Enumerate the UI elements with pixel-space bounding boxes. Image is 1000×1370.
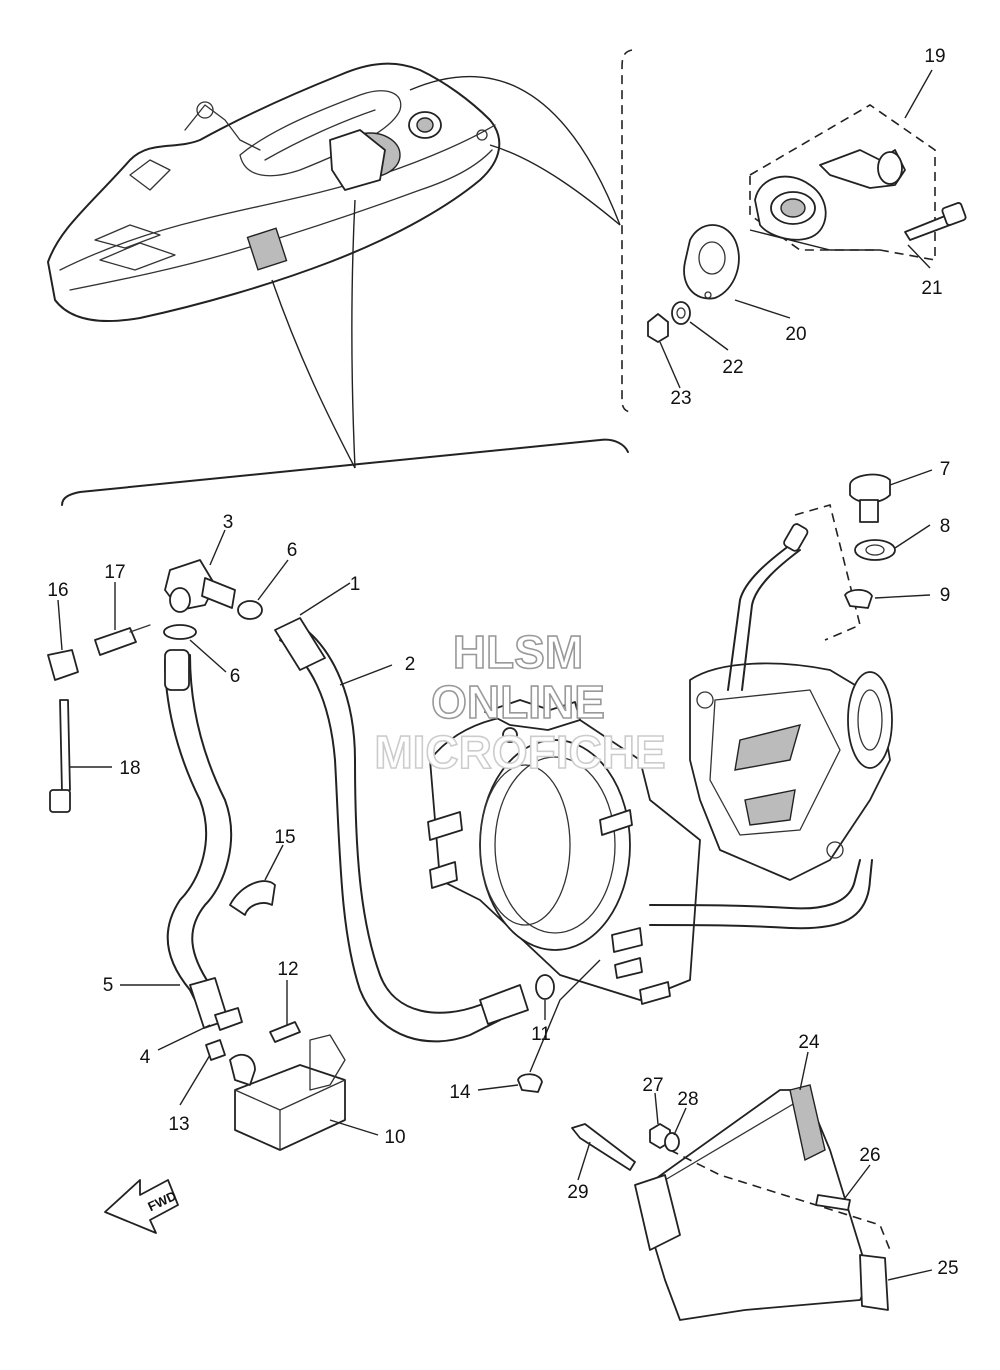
hose-assembly (274, 582, 529, 1043)
callout-29: 29 (567, 1182, 588, 1203)
callout-21: 21 (921, 278, 942, 299)
callout-20: 20 (785, 324, 806, 345)
watermark-line-1: HLSM (453, 626, 583, 678)
callout-16: 16 (47, 580, 68, 601)
callout-11: 11 (531, 1024, 551, 1045)
clip-group (47, 582, 151, 813)
callout-4: 4 (140, 1047, 151, 1068)
callout-7: 7 (940, 459, 951, 480)
callout-6a: 6 (287, 540, 298, 561)
callout-24: 24 (798, 1032, 820, 1053)
fitting-3 (164, 529, 236, 613)
callout-labels: 1 2 3 4 5 6 6 7 8 9 10 11 12 13 14 15 16… (47, 46, 958, 1279)
callout-9: 9 (940, 585, 951, 606)
callout-23: 23 (670, 388, 691, 409)
callout-22: 22 (722, 357, 743, 378)
small-fasteners-left (157, 980, 301, 1106)
forward-direction-arrow: FWD (104, 1179, 179, 1234)
callout-6b: 6 (230, 666, 241, 687)
callout-15: 15 (274, 827, 295, 848)
callout-10: 10 (384, 1127, 405, 1148)
callout-12: 12 (277, 959, 298, 980)
callout-1: 1 (350, 574, 361, 595)
drain-plug-bracket (794, 504, 861, 641)
part-15 (229, 844, 284, 916)
callout-27: 27 (642, 1075, 663, 1096)
callout-3: 3 (223, 512, 234, 533)
hose-5 (120, 649, 233, 1029)
callout-13: 13 (168, 1114, 189, 1135)
cover-plate-group (571, 1051, 933, 1321)
callout-2: 2 (405, 654, 416, 675)
watercraft-overview (47, 62, 621, 469)
part-10-box (229, 1034, 379, 1151)
detail-bracket-upper (621, 49, 633, 413)
watermark-line-3: MICROFICHE (374, 726, 665, 778)
vent-assembly-detail (647, 69, 967, 389)
watermark-line-2: ONLINE (431, 676, 605, 728)
callout-18: 18 (119, 758, 140, 779)
jet-pump-housing (427, 523, 893, 1005)
watermark: HLSM ONLINE MICROFICHE (374, 625, 667, 779)
section-separator (61, 438, 629, 506)
drain-plug-group (844, 469, 933, 609)
clamps-11-14 (477, 959, 601, 1093)
callout-5: 5 (103, 975, 114, 996)
clamps-6 (163, 559, 289, 673)
callout-26: 26 (859, 1145, 880, 1166)
callout-8: 8 (940, 516, 951, 537)
callout-28: 28 (677, 1089, 698, 1110)
callout-19: 19 (924, 46, 945, 67)
callout-14: 14 (449, 1082, 471, 1103)
callout-25: 25 (937, 1258, 958, 1279)
callout-17: 17 (104, 562, 125, 583)
